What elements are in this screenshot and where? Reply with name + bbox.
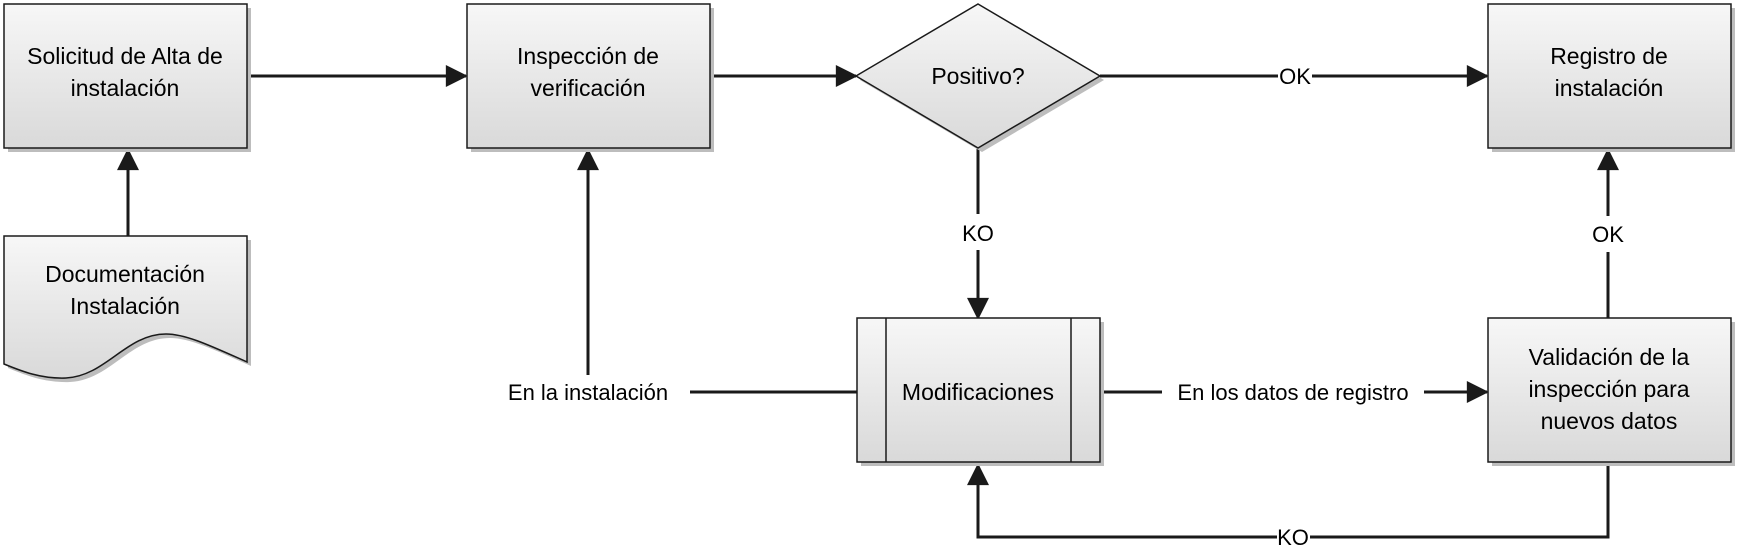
node-validacion: Validación de la inspección para nuevos … [1487, 317, 1732, 463]
node-documentacion: Documentación Instalación [3, 235, 248, 379]
edge-label-validacion-ok: OK [1592, 222, 1624, 247]
node-registro: Registro de instalación [1487, 3, 1732, 149]
node-positivo: Positivo? [854, 3, 1102, 149]
node-validacion-line1: Validación de la [1529, 344, 1690, 370]
node-solicitud-line1: Solicitud de Alta de [27, 43, 223, 69]
node-registro-line2: instalación [1555, 75, 1664, 101]
edge-label-positivo-ko: KO [962, 221, 994, 246]
node-modificaciones-label: Modificaciones [902, 379, 1054, 405]
node-inspeccion: Inspección de verificación [466, 3, 711, 149]
node-solicitud: Solicitud de Alta de instalación [3, 3, 248, 149]
edge-label-en-datos: En los datos de registro [1177, 380, 1408, 405]
connectors [117, 65, 1619, 539]
edge-label-en-instalacion: En la instalación [508, 380, 668, 405]
node-positivo-label: Positivo? [931, 63, 1024, 89]
node-validacion-line2: inspección para [1528, 376, 1689, 402]
edge-validacion-modificaciones-b [967, 463, 1277, 539]
node-modificaciones: Modificaciones [856, 317, 1101, 463]
node-inspeccion-line1: Inspección de [517, 43, 659, 69]
edge-label-positivo-ok: OK [1279, 64, 1311, 89]
edge-labels: OK KO OK KO En la instalación En los dat… [508, 64, 1624, 550]
node-solicitud-line2: instalación [71, 75, 180, 101]
node-inspeccion-line2: verificación [530, 75, 645, 101]
node-documentacion-line2: Instalación [70, 293, 180, 319]
node-registro-line1: Registro de [1550, 43, 1668, 69]
node-validacion-line3: nuevos datos [1541, 408, 1678, 434]
edge-label-validacion-ko: KO [1277, 525, 1309, 550]
node-documentacion-line1: Documentación [45, 261, 205, 287]
edge-validacion-modificaciones-a [1310, 463, 1610, 539]
